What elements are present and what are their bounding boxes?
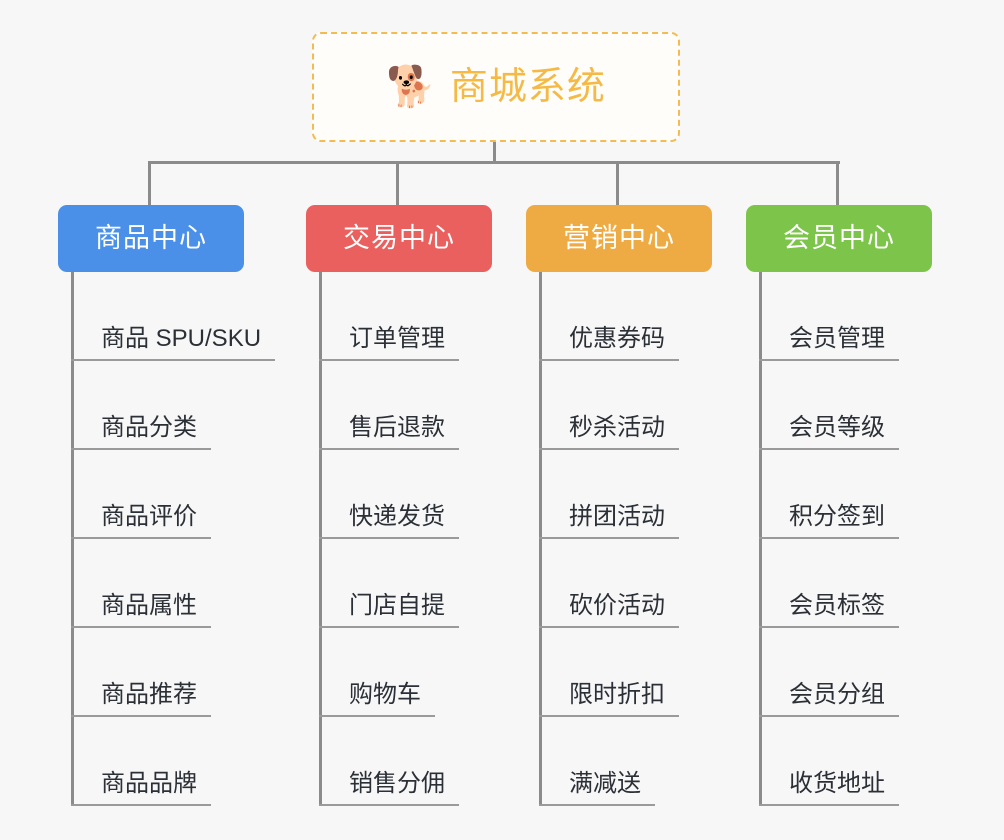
leaf-item[interactable]: 会员管理 (759, 272, 978, 361)
connector-root-stub (493, 142, 496, 164)
leaf-item-label: 秒杀活动 (569, 414, 665, 441)
category-header-trade-center[interactable]: 交易中心 (306, 205, 492, 272)
leaf-item-label: 快递发货 (349, 503, 445, 530)
column-trade-center: 交易中心订单管理售后退款快递发货门店自提购物车销售分佣 (306, 205, 538, 806)
leaf-item[interactable]: 商品推荐 (71, 628, 290, 717)
connector-drop-product-center (148, 161, 151, 205)
leaf-list-product-center: 商品 SPU/SKU 商品分类商品评价商品属性商品推荐商品品牌 (71, 272, 290, 806)
leaf-item-underline (71, 626, 211, 628)
leaf-item[interactable]: 快递发货 (319, 450, 538, 539)
leaf-item-label: 商品分类 (101, 414, 197, 441)
leaf-item-underline (539, 715, 679, 717)
leaf-item-underline (539, 359, 679, 361)
leaf-item-label: 销售分佣 (349, 770, 445, 797)
leaf-item-underline (759, 804, 899, 806)
leaf-item-label: 会员等级 (789, 414, 885, 441)
leaf-item-underline (319, 715, 435, 717)
leaf-item-underline (71, 715, 211, 717)
leaf-item-label: 商品推荐 (101, 681, 197, 708)
leaf-item-underline (759, 359, 899, 361)
leaf-item[interactable]: 购物车 (319, 628, 538, 717)
leaf-item-label: 商品 SPU/SKU (101, 325, 262, 352)
leaf-item-underline (759, 626, 899, 628)
leaf-item-label: 会员管理 (789, 325, 885, 352)
connector-trunk-product-center (71, 272, 74, 806)
root-title: 商城系统 (449, 66, 606, 108)
leaf-item-underline (319, 804, 459, 806)
leaf-item-underline (319, 626, 459, 628)
category-header-marketing-center[interactable]: 营销中心 (526, 205, 712, 272)
leaf-item-label: 门店自提 (349, 592, 445, 619)
leaf-item[interactable]: 拼团活动 (539, 450, 758, 539)
leaf-item[interactable]: 砍价活动 (539, 539, 758, 628)
leaf-item[interactable]: 门店自提 (319, 539, 538, 628)
leaf-item[interactable]: 商品 SPU/SKU (71, 272, 290, 361)
leaf-item-label: 限时折扣 (569, 681, 665, 708)
leaf-item[interactable]: 优惠券码 (539, 272, 758, 361)
leaf-item-label: 售后退款 (349, 414, 445, 441)
leaf-item-label: 会员分组 (789, 681, 885, 708)
leaf-item-underline (539, 448, 679, 450)
leaf-item-label: 商品属性 (101, 592, 197, 619)
leaf-list-trade-center: 订单管理售后退款快递发货门店自提购物车销售分佣 (319, 272, 538, 806)
leaf-item-label: 收货地址 (789, 770, 885, 797)
leaf-list-marketing-center: 优惠券码秒杀活动拼团活动砍价活动限时折扣满减送 (539, 272, 758, 806)
leaf-item-underline (759, 537, 899, 539)
leaf-item[interactable]: 售后退款 (319, 361, 538, 450)
connector-horizontal-bus (150, 161, 840, 164)
column-member-center: 会员中心会员管理会员等级积分签到会员标签会员分组收货地址 (746, 205, 978, 806)
connector-drop-member-center (836, 161, 839, 205)
leaf-item-label: 砍价活动 (569, 592, 665, 619)
leaf-item-underline (71, 448, 211, 450)
leaf-item-underline (539, 626, 679, 628)
leaf-item-underline (71, 359, 275, 361)
leaf-item[interactable]: 商品分类 (71, 361, 290, 450)
leaf-item-underline (539, 804, 655, 806)
leaf-item-label: 积分签到 (789, 503, 885, 530)
leaf-item[interactable]: 订单管理 (319, 272, 538, 361)
leaf-item-underline (539, 537, 679, 539)
leaf-item-underline (71, 804, 211, 806)
leaf-item-label: 满减送 (569, 770, 641, 797)
leaf-item[interactable]: 会员等级 (759, 361, 978, 450)
leaf-item-label: 拼团活动 (569, 503, 665, 530)
leaf-item-label: 订单管理 (349, 325, 445, 352)
leaf-item-underline (319, 359, 459, 361)
connector-trunk-marketing-center (539, 272, 542, 806)
leaf-item[interactable]: 限时折扣 (539, 628, 758, 717)
leaf-item-underline (759, 715, 899, 717)
leaf-item-label: 会员标签 (789, 592, 885, 619)
column-marketing-center: 营销中心优惠券码秒杀活动拼团活动砍价活动限时折扣满减送 (526, 205, 758, 806)
leaf-item[interactable]: 秒杀活动 (539, 361, 758, 450)
connector-trunk-member-center (759, 272, 762, 806)
leaf-item-underline (759, 448, 899, 450)
leaf-item[interactable]: 积分签到 (759, 450, 978, 539)
leaf-item[interactable]: 商品评价 (71, 450, 290, 539)
connector-drop-marketing-center (616, 161, 619, 205)
connector-drop-trade-center (396, 161, 399, 205)
leaf-item[interactable]: 商品属性 (71, 539, 290, 628)
leaf-item[interactable]: 收货地址 (759, 717, 978, 806)
leaf-item[interactable]: 商品品牌 (71, 717, 290, 806)
leaf-item[interactable]: 会员标签 (759, 539, 978, 628)
leaf-item-underline (319, 448, 459, 450)
connector-trunk-trade-center (319, 272, 322, 806)
category-header-product-center[interactable]: 商品中心 (58, 205, 244, 272)
leaf-item-label: 商品评价 (101, 503, 197, 530)
leaf-item-label: 购物车 (349, 681, 421, 708)
leaf-item-underline (319, 537, 459, 539)
leaf-item-label: 优惠券码 (569, 325, 665, 352)
category-header-member-center[interactable]: 会员中心 (746, 205, 932, 272)
leaf-list-member-center: 会员管理会员等级积分签到会员标签会员分组收货地址 (759, 272, 978, 806)
leaf-item-label: 商品品牌 (101, 770, 197, 797)
column-product-center: 商品中心商品 SPU/SKU 商品分类商品评价商品属性商品推荐商品品牌 (58, 205, 290, 806)
leaf-item[interactable]: 会员分组 (759, 628, 978, 717)
root-node[interactable]: 🐕 商城系统 (312, 32, 680, 142)
leaf-item-underline (71, 537, 211, 539)
leaf-item[interactable]: 满减送 (539, 717, 758, 806)
dog-face-icon: 🐕 (386, 65, 436, 109)
leaf-item[interactable]: 销售分佣 (319, 717, 538, 806)
